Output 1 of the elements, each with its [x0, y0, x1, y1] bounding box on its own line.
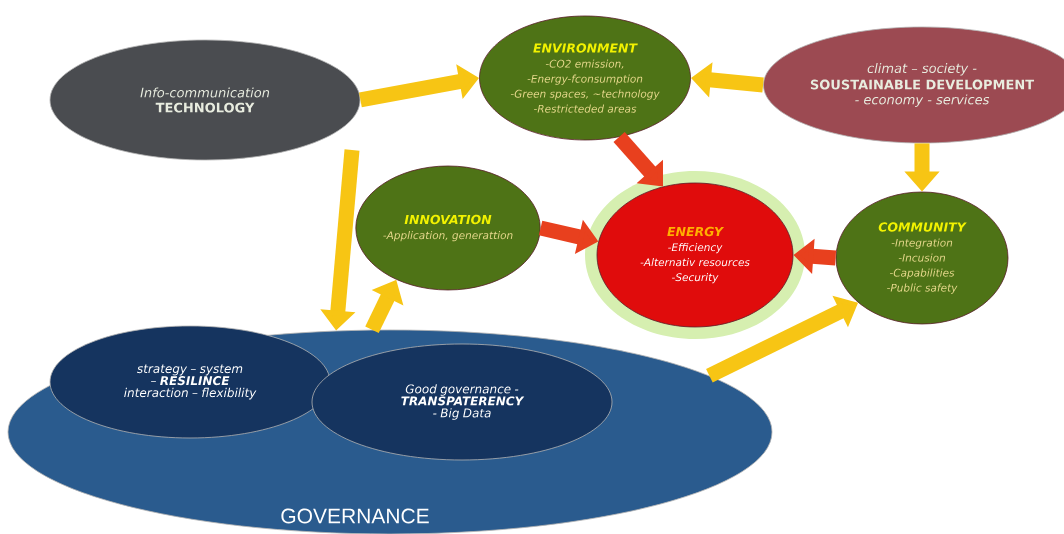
block-arrow	[613, 132, 663, 187]
